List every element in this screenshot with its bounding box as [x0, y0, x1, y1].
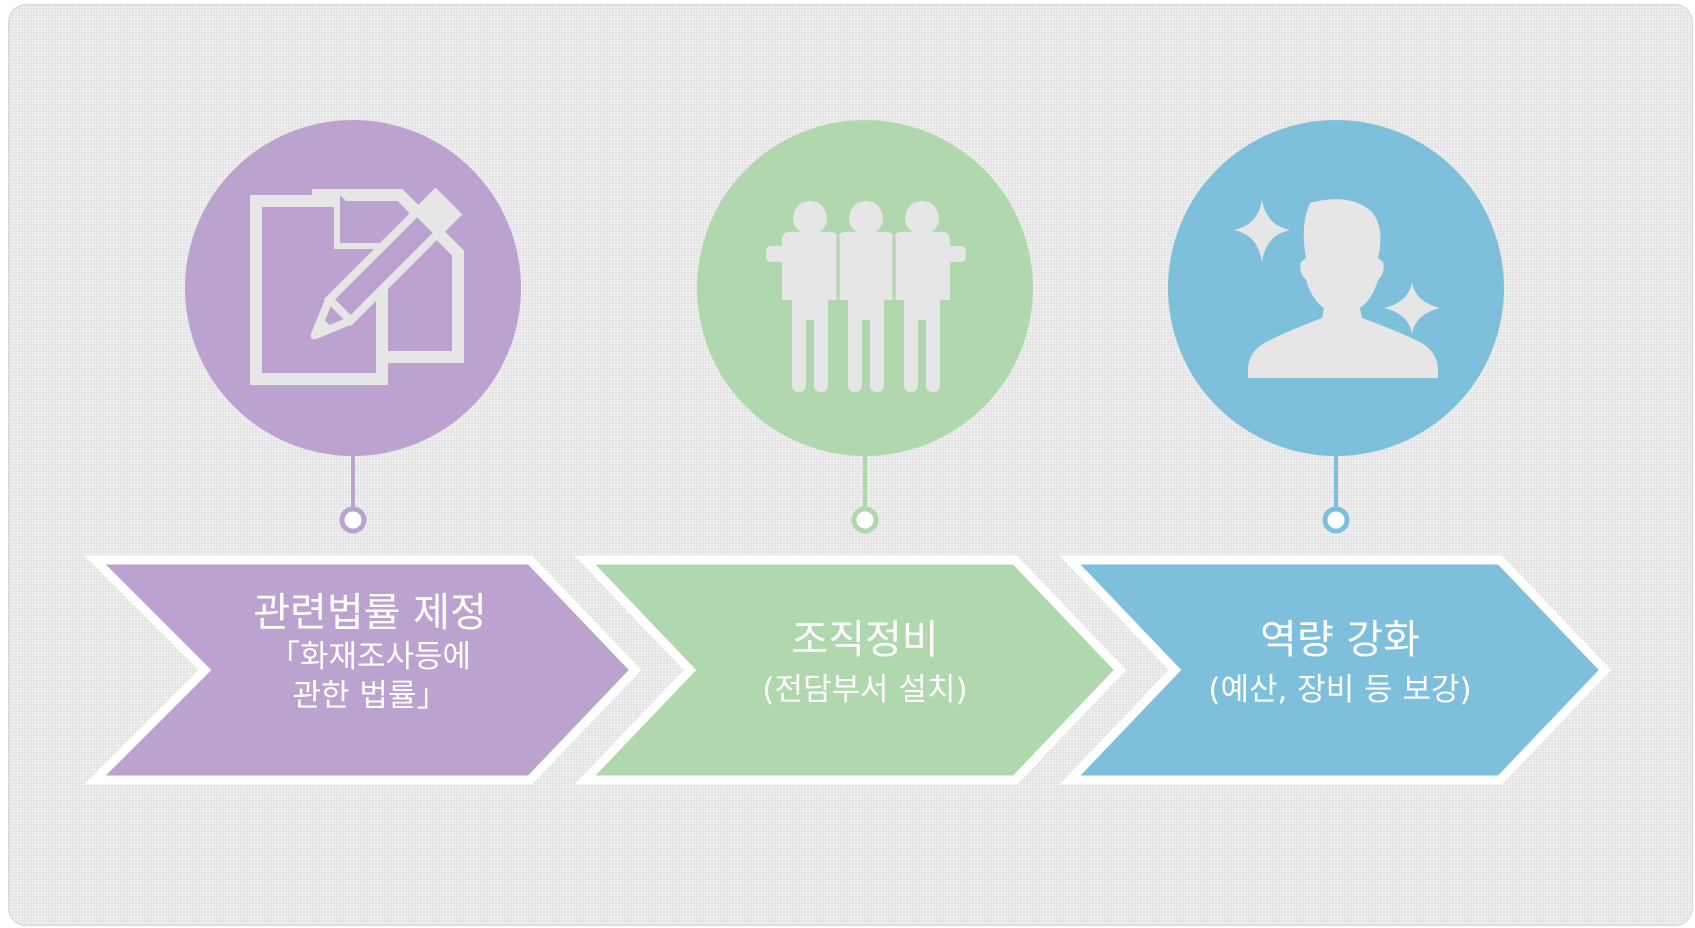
step-2-chevron: [574, 555, 1127, 785]
step-2-caption: 조직정비 (전담부서 설치): [670, 615, 1060, 710]
person-sparkle-icon: [1234, 199, 1440, 378]
step-1-subtitle-line1: 「화재조사등에: [268, 639, 472, 675]
step-3: [1059, 120, 1612, 785]
step-2-connector-dot: [851, 506, 879, 534]
step-3-title: 역량 강화: [1260, 617, 1420, 663]
step-3-caption: 역량 강화 (예산, 장비 등 보강): [1140, 615, 1540, 710]
step-1-chevron: [84, 555, 642, 785]
step-2-subtitle: (전담부서 설치): [762, 672, 968, 708]
people-group-icon: [766, 201, 966, 392]
sparkle-large-icon: [1234, 200, 1290, 262]
step-1: [84, 120, 642, 785]
document-pencil-icon: [250, 187, 464, 385]
step-3-connector-dot: [1322, 506, 1350, 534]
step-1-subtitle-line2: 관한 법률」: [292, 677, 448, 714]
step-1-connector-dot: [339, 506, 367, 534]
sparkle-small-icon: [1384, 282, 1440, 334]
step-3-subtitle: (예산, 장비 등 보강): [1208, 672, 1472, 708]
step-3-chevron: [1059, 555, 1612, 785]
step-1-title: 관련법률 제정: [253, 590, 487, 636]
step-2-title: 조직정비: [791, 617, 939, 663]
step-1-caption: 관련법률 제정 「화재조사등에 관한 법률」: [175, 588, 565, 716]
step-2: [574, 120, 1127, 785]
